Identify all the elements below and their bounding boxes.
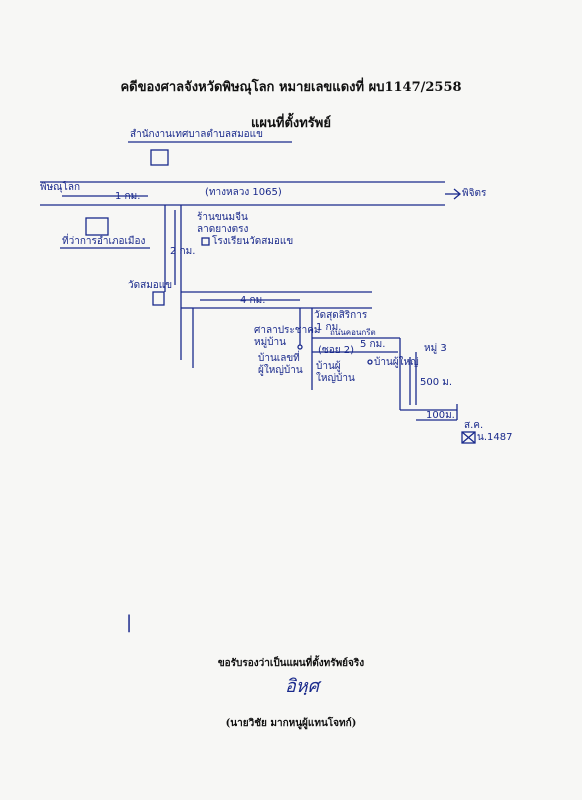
- left-town-label: พิษณุโลก: [40, 182, 81, 193]
- dist-2km-label: 2 กม.: [170, 246, 196, 257]
- left-office-label: ที่ว่าการอำเภอเมือง: [62, 236, 146, 247]
- document-subtitle: แผนที่ตั้งทรัพย์: [251, 116, 331, 131]
- top-office-label: สำนักงานเทศบาลตำบลสมอแข: [130, 129, 263, 140]
- dist-4km-label: 4 กม.: [240, 295, 266, 306]
- pavilion-label: ศาลาประชาคม: [254, 325, 321, 336]
- dist-1km-b-label: 1 กม.: [316, 322, 342, 333]
- pole-label: บ้านผู้: [316, 361, 341, 372]
- dist-5km-label: 5 กม.: [360, 339, 386, 350]
- certification-text: ขอรับรองว่าเป็นแผนที่ตั้งทรัพย์จริง: [217, 658, 365, 669]
- highway-arrowhead: [453, 188, 462, 200]
- shop-sub-label: ลาดยางตรง: [197, 224, 249, 235]
- top-office-building: [150, 149, 169, 166]
- property-plot: [461, 431, 476, 444]
- house-right-label: บ้านผู้ใหญ่: [374, 357, 419, 368]
- road-small-label: ถนนคอนกรีต: [330, 328, 376, 337]
- house-left2-label: ผู้ใหญ่บ้าน: [258, 365, 303, 376]
- mark-top-label: หมู่ 3: [424, 343, 447, 354]
- dist-side-label: 500 ม.: [420, 377, 453, 388]
- pavilion-sub-label: หมู่บ้าน: [254, 337, 286, 348]
- document-title: คดีของศาลจังหวัดพิษณุโลก หมายเลขแดงที่ ผ…: [120, 80, 462, 95]
- headman-marker: [367, 359, 373, 365]
- wat-label: วัดสมอแข: [128, 280, 173, 291]
- shop-label: ร้านขนมจีน: [197, 212, 248, 223]
- temple-right-label: วัดสุดสิริการ: [314, 310, 368, 321]
- school-label: โรงเรียนวัดสมอแข: [212, 236, 294, 247]
- pavilion-marker: [297, 344, 303, 350]
- school-building: [201, 237, 210, 246]
- village-road-label: (ซอย 2): [318, 345, 354, 356]
- signature: อิหฺศ: [285, 676, 320, 697]
- property-cross-b: [461, 431, 476, 444]
- highway-label: (ทางหลวง 1065): [205, 187, 282, 198]
- dist-1km-label: 1 กม.: [115, 191, 141, 202]
- margin-mark: |: [126, 612, 133, 633]
- dist-100-label: 100ม.: [426, 410, 455, 421]
- wat-building: [152, 291, 165, 306]
- plot-number-label: น.1487: [477, 432, 513, 443]
- property-label: ส.ค.: [464, 420, 484, 431]
- right-town-label: พิจิตร: [462, 188, 487, 199]
- left-office-building: [85, 217, 109, 236]
- house-left-label: บ้านเลขที่: [258, 353, 300, 364]
- pole2-label: ใหญ่บ้าน: [316, 373, 355, 384]
- signer-name: (นายวิชัย มากหนูผู้แทนโจทก์): [225, 718, 357, 729]
